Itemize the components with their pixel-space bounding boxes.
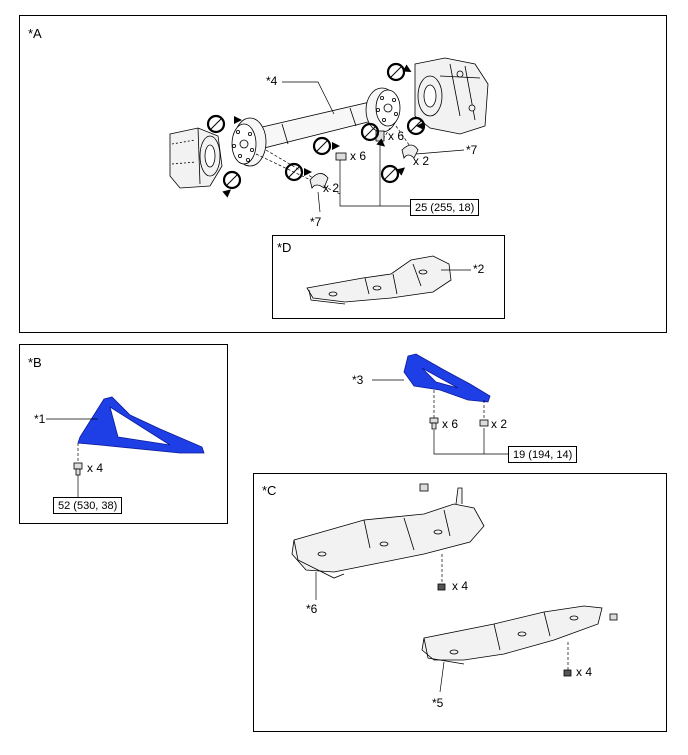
- callout-5: *5: [432, 696, 444, 710]
- torque-spec-b: 52 (530, 38): [53, 497, 123, 514]
- qty-b-bolts: x 4: [87, 461, 104, 475]
- callout-1: *1: [34, 412, 46, 426]
- brace-3: [403, 353, 491, 403]
- panel-b-label: *B: [28, 355, 42, 370]
- qty-bolt-right: x 6: [388, 129, 405, 143]
- torque-spec-top: 19 (194, 14): [508, 446, 578, 463]
- panel-d: *D *2: [272, 235, 505, 319]
- panel-d-label: *D: [277, 240, 292, 255]
- under-cover-d: [306, 255, 471, 305]
- qty-clamp-right: x 2: [413, 154, 430, 168]
- bolt-icon: [563, 669, 572, 677]
- nut-icon: [479, 419, 489, 427]
- under-cover-5: [421, 605, 603, 665]
- callout-7-left: *7: [310, 215, 322, 229]
- do-not-reuse-icon: [206, 62, 426, 190]
- panel-b: *B *1 x 4 52 (530, 38): [19, 344, 228, 524]
- panel-c-label: *C: [262, 483, 277, 498]
- bolt-icon: [73, 462, 83, 476]
- bolt-icon: [419, 483, 429, 492]
- brace-1: [77, 396, 205, 454]
- qty-clamp-left: x 2: [323, 181, 340, 195]
- bolt-icon: [437, 583, 446, 591]
- brace-1-illustration: [46, 396, 205, 497]
- torque-spec-a: 25 (255, 18): [410, 199, 480, 216]
- propeller-shaft: [231, 87, 401, 167]
- panel-a-label: *A: [28, 26, 42, 41]
- qty-top-bolts: x 6: [442, 417, 459, 431]
- propeller-shaft-illustration: [169, 57, 489, 213]
- brace-3-illustration: [372, 353, 508, 455]
- callout-4: *4: [266, 74, 278, 88]
- transmission: [414, 57, 489, 135]
- qty-c-cover6: x 4: [452, 579, 469, 593]
- callout-3: *3: [352, 373, 364, 387]
- callout-7-right: *7: [466, 143, 478, 157]
- bolt-icon: [609, 613, 618, 621]
- callout-2: *2: [473, 262, 485, 276]
- panel-c: *C x 4 *6 x 4: [253, 473, 667, 732]
- under-cover-6: [291, 487, 485, 579]
- qty-top-nuts: x 2: [491, 417, 508, 431]
- clamp-icon: [309, 144, 419, 189]
- bolt-icon: [429, 417, 439, 424]
- panel-a: *A: [19, 15, 667, 333]
- callout-6: *6: [306, 602, 318, 616]
- qty-bolt-left: x 6: [350, 149, 367, 163]
- under-covers-illustration: [291, 483, 618, 693]
- qty-c-cover5: x 4: [576, 665, 593, 679]
- rear-differential: [169, 127, 223, 189]
